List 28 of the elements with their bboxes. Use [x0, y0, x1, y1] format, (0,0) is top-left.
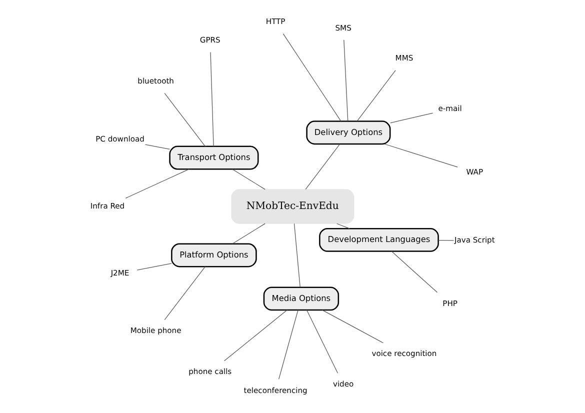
connector: [164, 266, 206, 320]
connector: [232, 223, 266, 244]
connector: [305, 144, 340, 190]
connector: [125, 168, 190, 198]
connector: [232, 168, 266, 190]
connector: [391, 251, 438, 293]
connector: [322, 310, 384, 344]
connector: [278, 310, 298, 380]
node-box: Development Languages: [319, 228, 439, 252]
connector: [282, 33, 342, 122]
connector: [438, 240, 454, 241]
node-box: Media Options: [263, 286, 340, 311]
node-box: Delivery Options: [306, 120, 391, 145]
connector: [294, 223, 300, 288]
connector: [336, 223, 350, 229]
connector: [390, 112, 434, 124]
node-box: Platform Options: [171, 243, 257, 268]
connector: [344, 40, 348, 122]
connector: [356, 70, 396, 122]
connector: [164, 92, 206, 147]
connector: [384, 144, 458, 168]
connector: [210, 52, 214, 147]
connector: [145, 144, 170, 150]
node-box: NMobTec-EnvEdu: [231, 189, 354, 224]
connector: [224, 310, 288, 362]
connector: [136, 263, 172, 270]
node-box: Transport Options: [169, 146, 259, 170]
connector: [306, 310, 338, 374]
